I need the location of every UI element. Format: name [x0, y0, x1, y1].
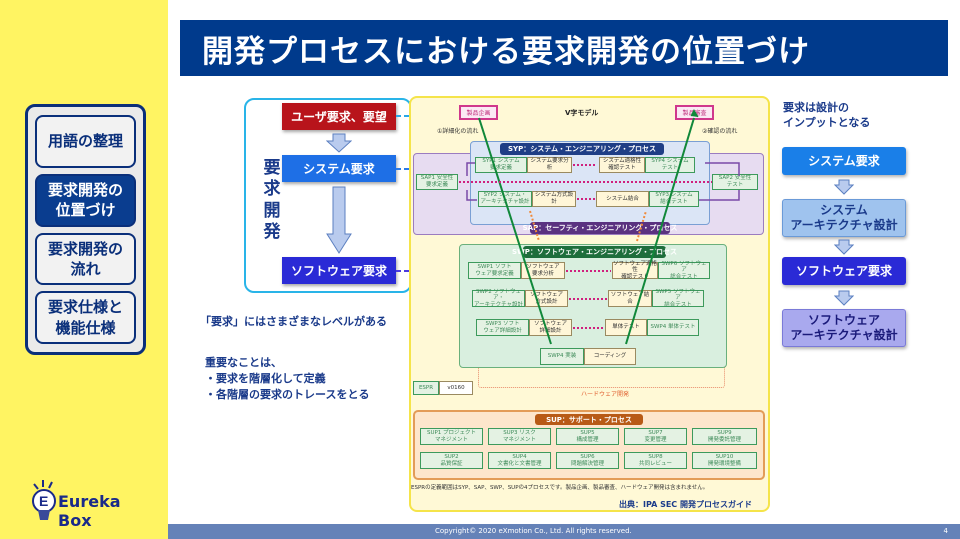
- espr-version-box: ESPR v0160: [413, 381, 473, 395]
- sup-item: SUP4 文書化と文書管理: [488, 452, 551, 469]
- swp3-activity: ソフトウェア 詳細設計: [529, 319, 572, 336]
- down-arrow-icon: [326, 133, 352, 153]
- down-arrow-icon: [326, 186, 352, 254]
- system-requirements-box: システム要求: [282, 155, 396, 182]
- swp1-activity: ソフトウェア 要求分析: [521, 262, 565, 279]
- sup-tag: SUP：サポート・プロセス: [535, 414, 643, 425]
- v-model-title: V字モデル: [565, 109, 599, 117]
- swp3-box: SWP3 ソフト ウェア詳細設計: [476, 319, 529, 336]
- lightbulb-icon: E: [32, 480, 56, 520]
- nav-item-spec[interactable]: 要求仕様と 機能仕様: [35, 291, 136, 344]
- flow-system-requirements: システム要求: [782, 147, 906, 175]
- syp1-box: SYP1 システム 要求定義: [475, 157, 527, 173]
- right-heading-line: インプットとなる: [783, 116, 871, 130]
- syp1-activity: システム要求分析: [527, 157, 572, 173]
- sup-item: SUP10 開発環境整備: [692, 452, 757, 469]
- espr-footnote: ESPRの定義範囲はSYP、SAP、SWP、SUPの4プロセスです。製品企画、製…: [411, 485, 709, 491]
- swp4-unit-test-box: SWP4 単体テスト: [647, 319, 699, 336]
- flow-system-architecture: システム アーキテクチャ設計: [782, 199, 906, 237]
- logo: E Eureka Box: [28, 478, 158, 530]
- footer: Copyright© 2020 eXmotion Co., Ltd. All r…: [168, 524, 960, 539]
- syp2-activity: システム方式設計: [532, 191, 576, 207]
- swp5-box: SWP5 ソフトウェア 結合テスト: [652, 289, 704, 308]
- flow-software-architecture: ソフトウェア アーキテクチャ設計: [782, 309, 906, 347]
- swp4-implementation-box: SWP4 実装: [540, 348, 584, 365]
- swp6-box: SWP6 ソフトウェア 総合テスト: [658, 261, 710, 280]
- sap1-box: SAP1 安全性 要求定義: [416, 174, 458, 190]
- sup-item: SUP1 プロジェクト マネジメント: [420, 428, 483, 445]
- flow-confirm-label: ②確認の流れ: [702, 128, 738, 135]
- nav-item-terminology[interactable]: 用語の整理: [35, 115, 136, 168]
- software-requirements-box: ソフトウェア要求: [282, 257, 396, 284]
- coding-activity: コーディング: [584, 348, 636, 365]
- v-model-lines: [459, 108, 740, 345]
- important-note: 重要なことは、 ・要求を階層化して定義 ・各階層の要求のトレースをとる: [205, 355, 369, 403]
- requirements-group-label: 要 求 開 発: [263, 158, 281, 242]
- down-arrow-icon: [834, 290, 854, 306]
- logo-text: Eureka Box: [58, 492, 121, 530]
- swp-tag: SWP：ソフトウェア・エンジニアリング・プロセス: [512, 246, 677, 258]
- sup-item: SUP9 開発委託管理: [692, 428, 757, 445]
- right-heading: 要求は設計の インプットとなる: [783, 100, 870, 131]
- user-requirements-box: ユーザ要求、要望: [282, 103, 396, 130]
- syp3-activity: システム結合: [596, 191, 649, 207]
- unit-test-activity: 単体テスト: [605, 319, 647, 336]
- sup-item: SUP5 構成管理: [556, 428, 619, 445]
- swp2-box: SWP2 ソフトウェア・ アーキテクチャ設計: [472, 288, 525, 308]
- syp-region: [470, 141, 710, 225]
- hardware-label: ハードウェア開発: [581, 391, 630, 398]
- flow-software-requirements: ソフトウェア要求: [782, 257, 906, 285]
- syp4-activity: システム適格性 確認テスト: [599, 157, 645, 173]
- page-number: 4: [943, 527, 948, 535]
- sap-tag: SAP：セーフティ・エンジニアリング・プロセス: [522, 222, 678, 234]
- page-title: 開発プロセスにおける要求開発の位置づけ: [180, 20, 948, 76]
- important-heading: 重要なことは、: [205, 356, 282, 369]
- sup-item: SUP6 問題解決管理: [556, 452, 619, 469]
- sap2-box: SAP2 安全性 テスト: [712, 174, 758, 190]
- right-heading-line: 要求は設計の: [783, 101, 849, 114]
- espr-version: v0160: [439, 381, 473, 395]
- nav-item-positioning[interactable]: 要求開発の 位置づけ: [35, 173, 136, 227]
- syp-tag: SYP：システム・エンジニアリング・プロセス: [500, 143, 664, 155]
- swp2-activity: ソフトウェア 方式設計: [525, 290, 568, 307]
- down-arrow-icon: [834, 239, 854, 255]
- syp3-box: SYP3 システム 結合テスト: [649, 191, 699, 207]
- copyright: Copyright© 2020 eXmotion Co., Ltd. All r…: [435, 527, 632, 535]
- svg-text:E: E: [39, 493, 48, 509]
- levels-note: 「要求」にはさまざまなレベルがある: [200, 315, 387, 328]
- sup-item: SUP3 リスク マネジメント: [488, 428, 551, 445]
- nav-item-flow[interactable]: 要求開発の 流れ: [35, 232, 136, 286]
- important-bullet: ・各階層の要求のトレースをとる: [205, 387, 370, 401]
- swp1-box: SWP1 ソフト ウェア要求定義: [468, 262, 521, 279]
- sup-item: SUP2 品質保証: [420, 452, 483, 469]
- section-nav: 用語の整理 要求開発の 位置づけ 要求開発の 流れ 要求仕様と 機能仕様: [25, 104, 146, 355]
- flow-detail-label: ①詳細化の流れ: [437, 128, 479, 135]
- syp4-box: SYP4 システム テスト: [645, 157, 695, 173]
- important-bullet: ・要求を階層化して定義: [205, 371, 326, 385]
- sup-item: SUP7 変更管理: [624, 428, 687, 445]
- sup-item: SUP8 共同レビュー: [624, 452, 687, 469]
- down-arrow-icon: [834, 179, 854, 195]
- source-citation: 出典：IPA SEC 開発プロセスガイド: [619, 500, 752, 509]
- espr-label: ESPR: [413, 381, 439, 395]
